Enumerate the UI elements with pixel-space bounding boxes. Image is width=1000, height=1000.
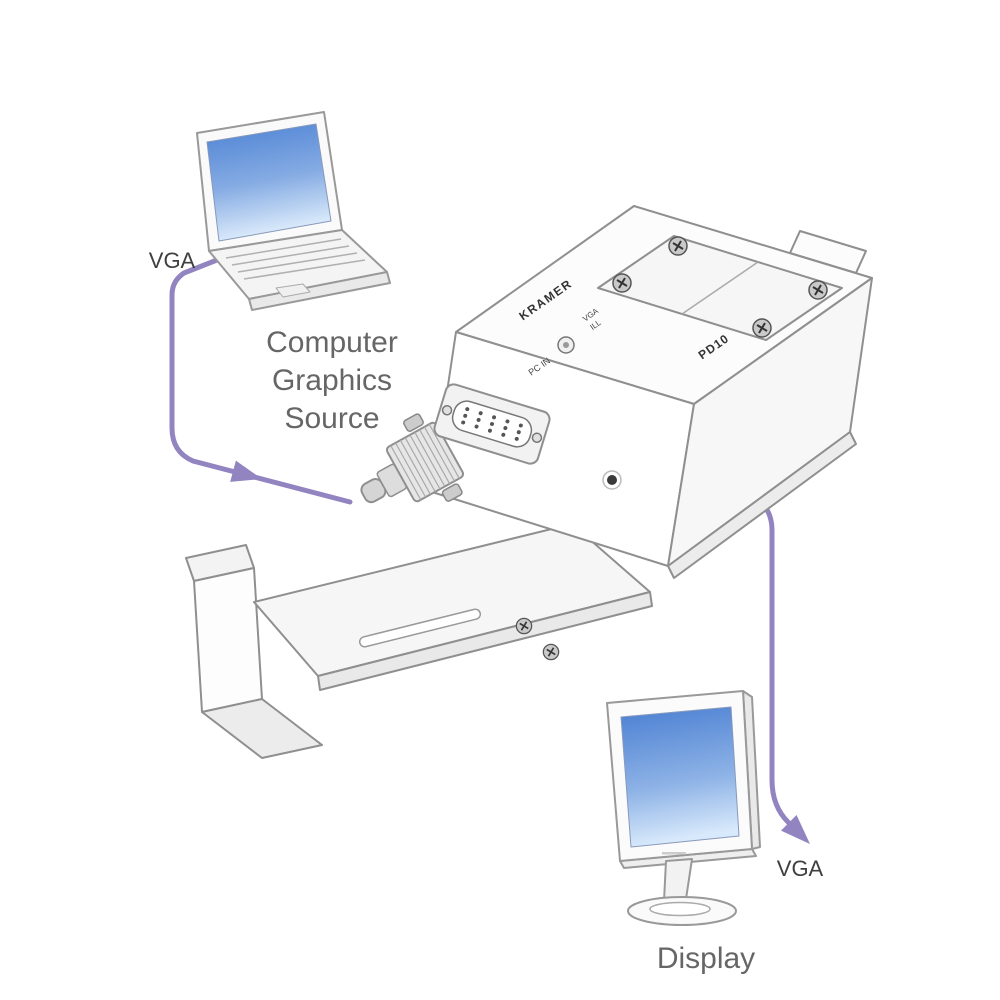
source-caption-line-3: Source <box>284 402 379 435</box>
vga-cable-connector <box>360 413 465 504</box>
display-caption: Display <box>657 942 755 975</box>
vga-port-mount-screw <box>441 405 453 416</box>
screw-icon <box>752 318 772 338</box>
laptop-illustration <box>196 111 391 311</box>
monitor-brand-mark <box>662 852 686 855</box>
vga-hood-ridges <box>390 423 460 501</box>
cable-arrow-source <box>230 460 262 482</box>
screw-icon <box>515 617 533 635</box>
source-caption-line-1: Computer <box>266 326 398 359</box>
cable-path-source <box>169 255 353 505</box>
device-front-hole <box>607 475 617 485</box>
laptop-front-edge <box>248 271 391 311</box>
screw-icon <box>612 273 632 293</box>
bracket-wall <box>193 567 263 713</box>
laptop-screen-panel <box>206 123 332 242</box>
laptop-keyboard-lines <box>225 238 366 280</box>
vga-hood-thumbscrew <box>441 483 463 502</box>
bracket-illustration <box>185 523 653 759</box>
bracket-slot <box>358 608 482 648</box>
screw-icon <box>668 236 688 256</box>
bracket-plate-edge <box>317 591 653 691</box>
cable-arrow-display <box>781 815 810 844</box>
vga-port <box>433 383 551 465</box>
mount-device-illustration: KRAMER VGA ILL PC IN PD10 <box>360 205 873 579</box>
vga-port-mount-screw <box>531 432 543 443</box>
screw-icon <box>808 280 828 300</box>
device-bottom-edge <box>667 431 857 579</box>
source-caption-line-2: Graphics <box>272 364 392 397</box>
device-indicator-hole-center <box>563 342 569 348</box>
monitor-screen <box>620 706 740 848</box>
monitor-stand-base-hole <box>649 901 711 917</box>
monitor-stand-neck <box>663 858 693 902</box>
screw-icon <box>542 643 560 661</box>
device-front-hole-ring <box>602 470 622 490</box>
vga-label-source: VGA <box>149 248 196 273</box>
laptop-touchpad <box>275 283 311 298</box>
vga-label-display: VGA <box>777 856 824 881</box>
vga-port-pins <box>461 407 523 441</box>
vga-cable-source <box>169 255 353 505</box>
device-top-plate-divider <box>681 261 759 315</box>
display-illustration <box>606 690 761 926</box>
vga-hood-thumbscrew <box>403 413 424 432</box>
bracket-foot <box>201 698 323 759</box>
